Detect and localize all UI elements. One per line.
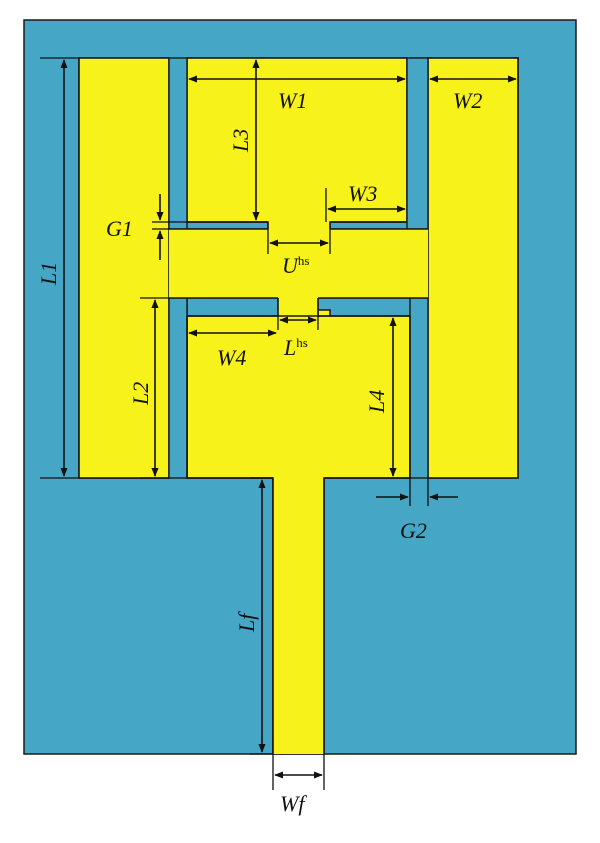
dimension-labels: W1 W2 W3 W4 L1 L2 L3 L4 G1 G2 Lf Wf Uhs … bbox=[36, 88, 482, 816]
label-L3: L3 bbox=[228, 129, 253, 153]
patch-upper-block bbox=[186, 57, 408, 223]
slot-lower-left bbox=[168, 297, 188, 479]
feed-line-top bbox=[273, 476, 324, 754]
label-W2: W2 bbox=[453, 88, 482, 113]
patch-right-column bbox=[427, 57, 519, 479]
label-Lhs-main: L bbox=[283, 335, 296, 360]
slot-lower-right bbox=[409, 297, 429, 479]
label-W3: W3 bbox=[348, 181, 377, 206]
middle-bar-edges bbox=[169, 228, 428, 299]
label-Wf: Wf bbox=[280, 791, 307, 816]
label-Lhs-sup: hs bbox=[296, 335, 308, 350]
slot-upper-left bbox=[168, 57, 188, 230]
label-L4: L4 bbox=[364, 390, 389, 414]
upper-notch-outline bbox=[187, 221, 407, 229]
lower-block-sides bbox=[186, 316, 411, 478]
label-W4: W4 bbox=[217, 345, 246, 370]
upper-notch bbox=[268, 212, 330, 232]
label-L2: L2 bbox=[128, 382, 153, 406]
label-Uhs-sup: hs bbox=[298, 253, 310, 268]
lower-notch-outline bbox=[277, 298, 319, 317]
label-Lhs: Lhs bbox=[283, 335, 308, 360]
dimension-lines bbox=[40, 57, 517, 790]
label-G1: G1 bbox=[106, 216, 133, 241]
slots bbox=[168, 57, 429, 479]
label-Lf: Lf bbox=[234, 611, 259, 633]
label-L1: L1 bbox=[36, 262, 61, 286]
label-G2: G2 bbox=[400, 518, 427, 543]
slot-upper-right bbox=[406, 57, 429, 230]
label-Uhs-main: U bbox=[282, 253, 300, 278]
label-Uhs: Uhs bbox=[282, 253, 309, 278]
label-W1: W1 bbox=[278, 88, 307, 113]
